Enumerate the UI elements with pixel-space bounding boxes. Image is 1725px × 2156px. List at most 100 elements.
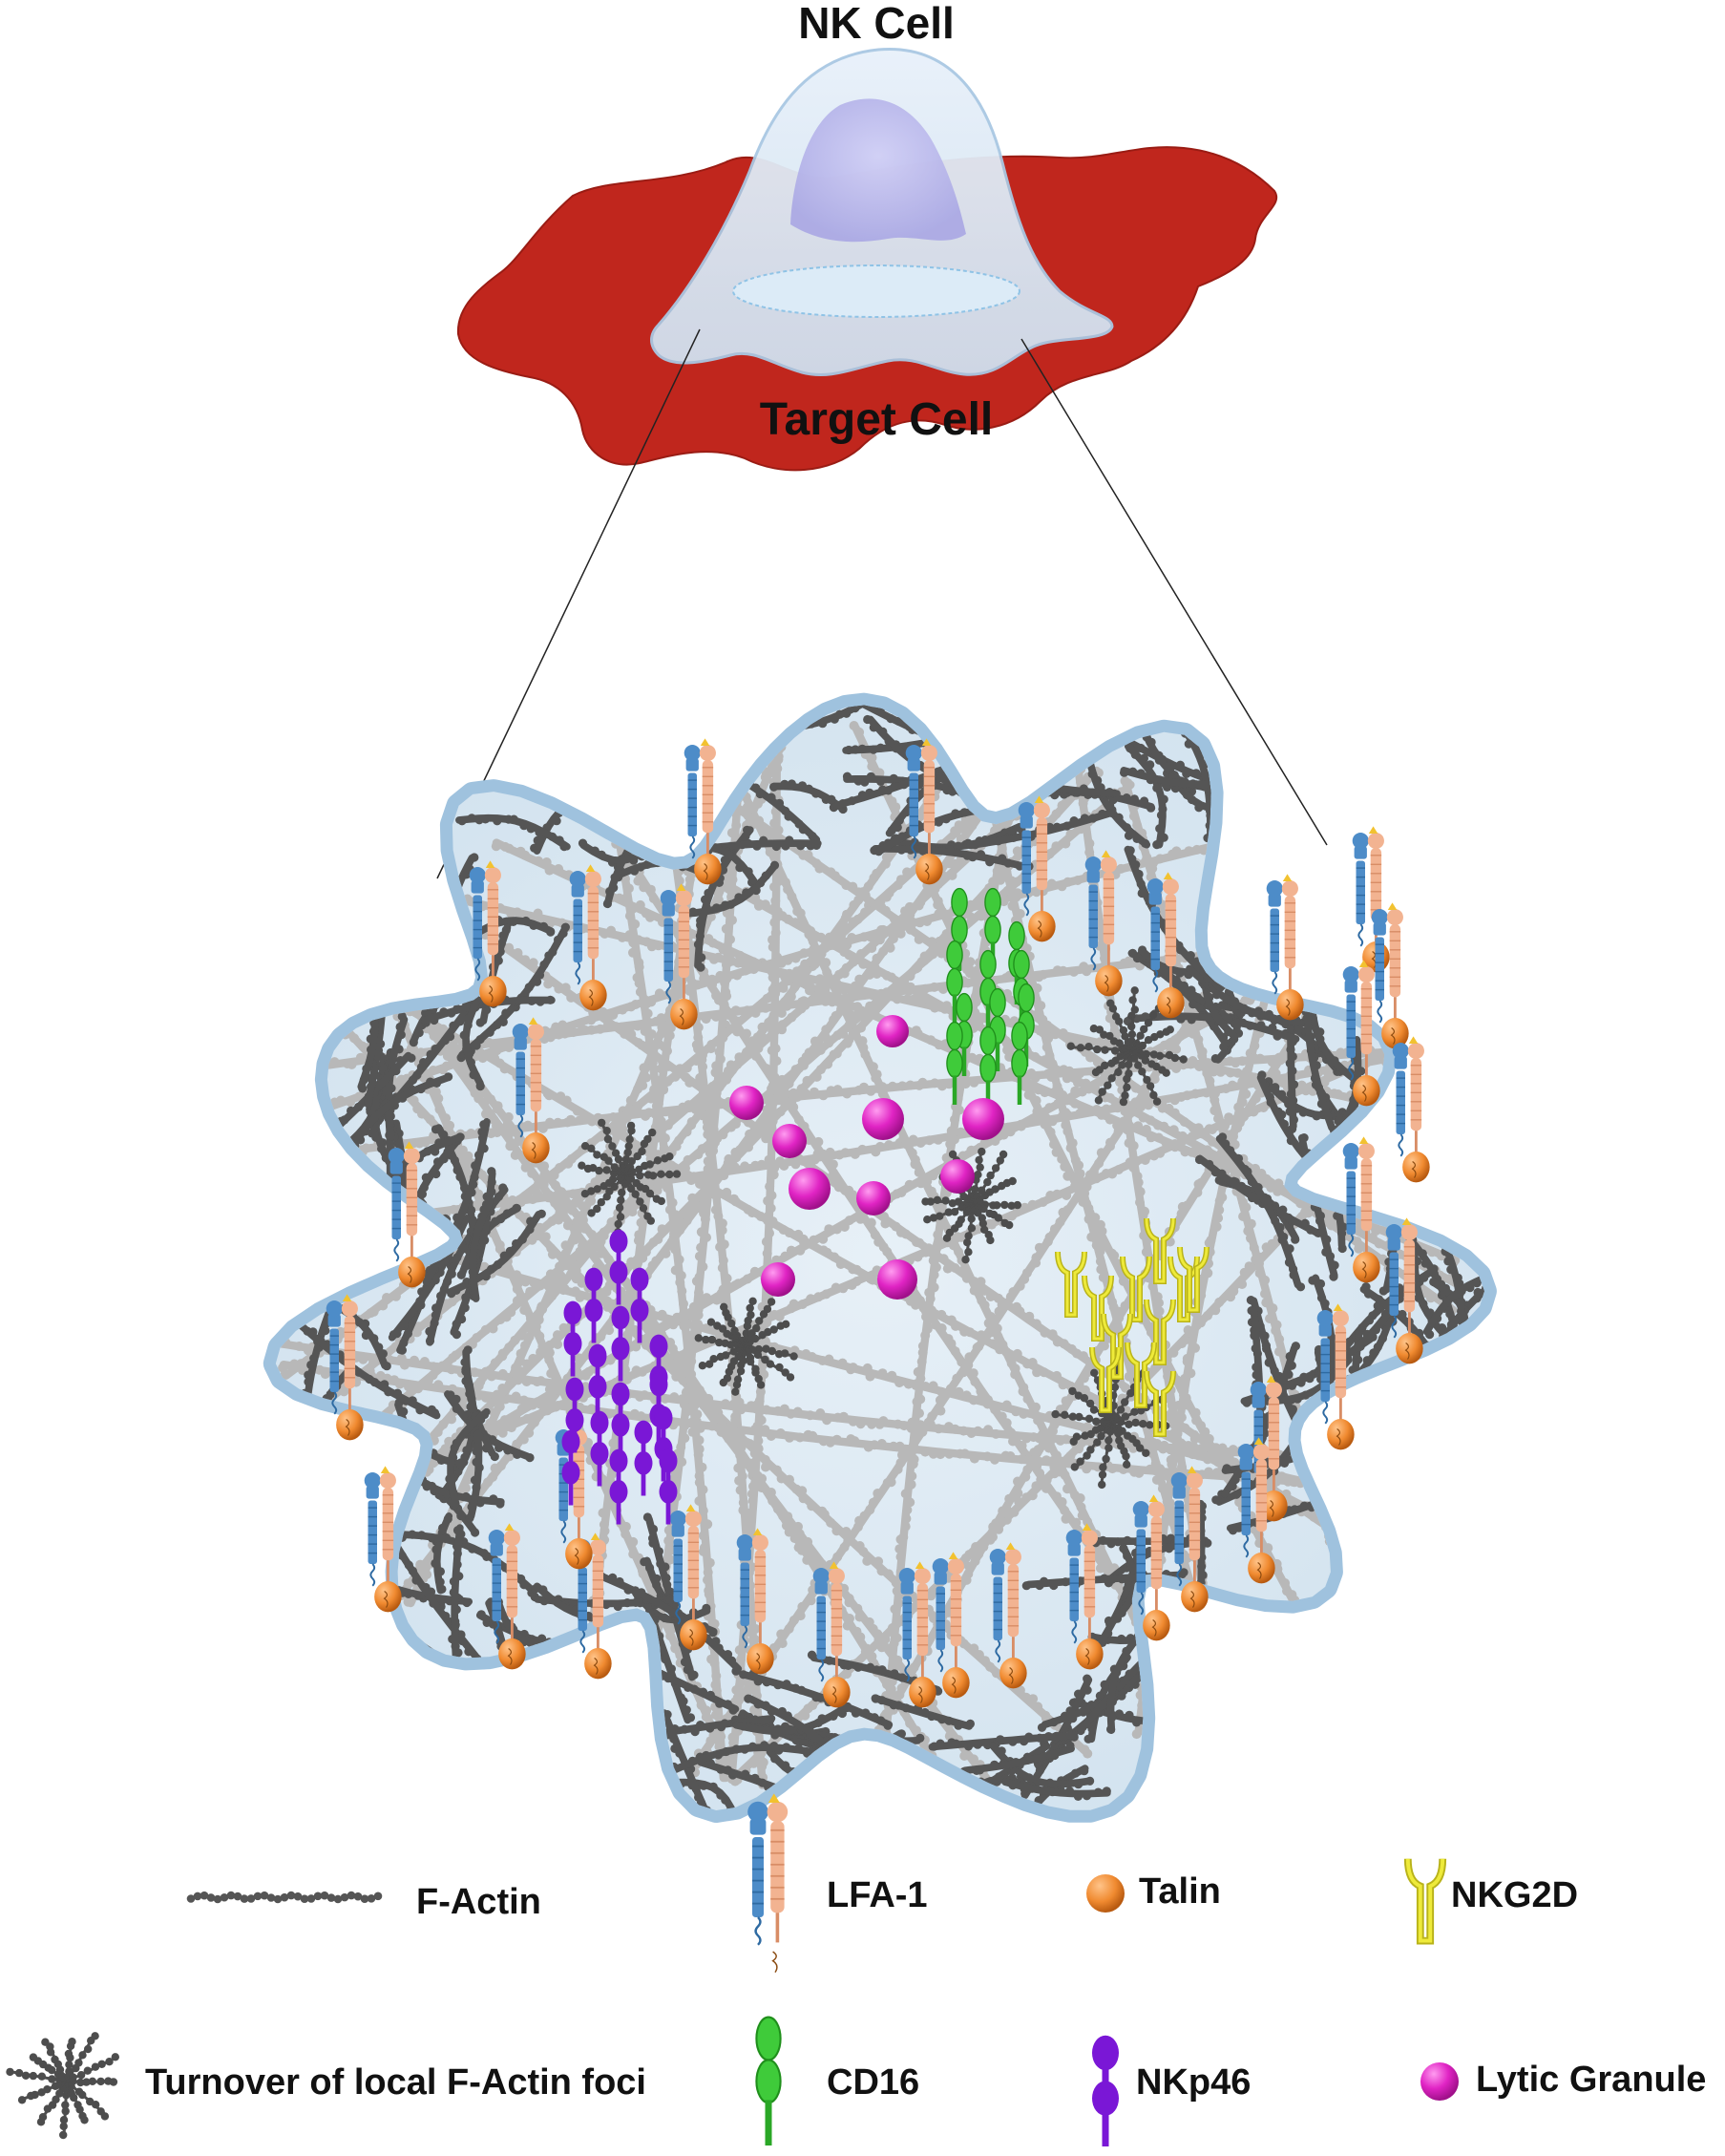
f-actin-filament: [1000, 1774, 1111, 1801]
lytic-granule: [862, 1098, 904, 1140]
lfa1-talin: [1266, 874, 1304, 1021]
legend-cd16: CD16: [827, 2062, 919, 2103]
synapse-ring: [732, 264, 1020, 318]
nkp46-icon: [1092, 2035, 1119, 2146]
nkp46-receptor: [611, 1305, 630, 1382]
lfa1-talin: [736, 1528, 774, 1675]
nkp46-receptor: [654, 1406, 673, 1482]
legend: F-Actin LFA-1 Talin NKG2D Turnover of lo…: [6, 1793, 1706, 2146]
nk-target-illustration: NK Cell Target Cell: [436, 0, 1328, 879]
f-actin-focus: [1066, 986, 1188, 1107]
lfa1-icon: [747, 1793, 789, 1973]
lfa1-talin: [326, 1294, 364, 1441]
f-actin-filament: [468, 1198, 494, 1302]
f-actin-filament: [769, 779, 848, 814]
lytic-granule: [772, 1124, 807, 1158]
lytic-granule-icon: [1420, 2062, 1459, 2101]
f-actin-filament: [739, 1669, 894, 1730]
legend-f-actin: F-Actin: [416, 1882, 541, 1922]
lfa1-talin: [905, 738, 943, 885]
lfa1-talin: [1392, 1036, 1430, 1183]
nkg2d-receptor: [1089, 1346, 1122, 1413]
nkp46-cluster: [561, 1229, 678, 1525]
lfa1-talin: [1084, 850, 1123, 997]
nkg2d-receptor: [1101, 1313, 1133, 1380]
nk-cell-label: NK Cell: [798, 0, 955, 48]
nkp46-receptor: [634, 1420, 653, 1496]
lfa1-talin: [660, 883, 698, 1030]
legend-talin: Talin: [1139, 1871, 1221, 1912]
f-actin-filament: [716, 738, 1187, 1716]
nkg2d-receptor: [1055, 1251, 1087, 1318]
cd16-receptor: [1018, 983, 1035, 1067]
lfa1-talin: [669, 1504, 707, 1651]
lfa1-talin: [989, 1542, 1027, 1689]
cd16-legend-glyph: [755, 2016, 782, 2145]
f-actin-focus: [694, 1297, 798, 1396]
lfa1-talin: [812, 1561, 851, 1708]
lfa1-talin: [1018, 795, 1056, 942]
lytic-granule: [856, 1181, 891, 1215]
nkp46-receptor: [609, 1448, 628, 1525]
lfa1-talin: [569, 864, 607, 1011]
legend-lytic-granule: Lytic Granule: [1476, 2060, 1706, 2100]
foci-legend-glyph: [6, 2032, 120, 2140]
cd16-icon: [755, 2016, 782, 2145]
nkg2d-cluster: [1055, 1217, 1210, 1437]
f-actin-focus: [578, 1118, 682, 1237]
lfa1-talin: [1237, 1437, 1275, 1584]
lytic-granule-legend-glyph: [1420, 2062, 1459, 2101]
nkg2d-receptor: [1144, 1370, 1176, 1437]
nkg2d-receptor: [1125, 1342, 1157, 1408]
nkg2d-receptor: [1120, 1256, 1152, 1322]
lfa1-talin: [388, 1141, 426, 1288]
lytic-granule: [940, 1159, 975, 1194]
lytic-granule: [729, 1086, 764, 1120]
f-actin-filament: [653, 1741, 833, 1785]
talin-legend-glyph: [1086, 1874, 1125, 1913]
f-actin-filament: [1124, 845, 1228, 992]
f-actin-icon: [186, 1891, 383, 1904]
nkg2d-receptor: [1177, 1246, 1210, 1313]
nkp46-receptor: [659, 1448, 678, 1525]
lfa1-talin-group: [326, 738, 1430, 1708]
f-actin-filament: [455, 814, 571, 852]
nkg2d-legend-glyph: [1403, 1858, 1447, 1945]
f-actin-filament: [871, 1694, 976, 1730]
lfa1-talin: [1065, 1523, 1104, 1670]
nkp46-receptor: [590, 1410, 609, 1487]
lytic-granule: [876, 1015, 909, 1047]
lfa1-talin: [1342, 960, 1380, 1107]
f-actin-filament: [465, 1429, 484, 1523]
lfa1-talin: [1170, 1466, 1209, 1613]
zoom-line-right: [1020, 338, 1328, 846]
cd16-receptor: [946, 940, 963, 1024]
nkp46-legend-glyph: [1092, 2035, 1119, 2146]
lfa1-talin: [469, 860, 507, 1007]
foci-icon: [6, 2032, 120, 2140]
lfa1-talin: [512, 1017, 550, 1164]
f-actin-filament: [459, 995, 485, 1091]
nkp46-receptor: [630, 1267, 649, 1343]
lfa1-talin: [1371, 902, 1409, 1049]
lytic-granule: [962, 1098, 1004, 1140]
talin-icon: [1086, 1874, 1125, 1913]
f-actin-filament: [445, 1407, 491, 1511]
nkp46-receptor: [611, 1382, 630, 1458]
nkp46-receptor: [561, 1429, 580, 1506]
nkg2d-receptor: [1082, 1275, 1114, 1342]
nkg2d-receptor: [1144, 1217, 1176, 1284]
legend-foci: Turnover of local F-Actin foci: [145, 2062, 646, 2103]
legend-nkp46: NKp46: [1136, 2062, 1251, 2103]
nkg2d-receptor: [1144, 1299, 1176, 1365]
nkg2d-icon: [1403, 1858, 1447, 1945]
lfa1-legend-glyph: [747, 1793, 789, 1973]
lfa1-talin: [1132, 1494, 1170, 1641]
nkp46-receptor: [563, 1300, 582, 1377]
cd16-receptor: [946, 1021, 963, 1105]
lytic-granule: [877, 1259, 917, 1300]
cd16-receptor: [1011, 1021, 1028, 1105]
nkp46-receptor: [584, 1267, 603, 1343]
